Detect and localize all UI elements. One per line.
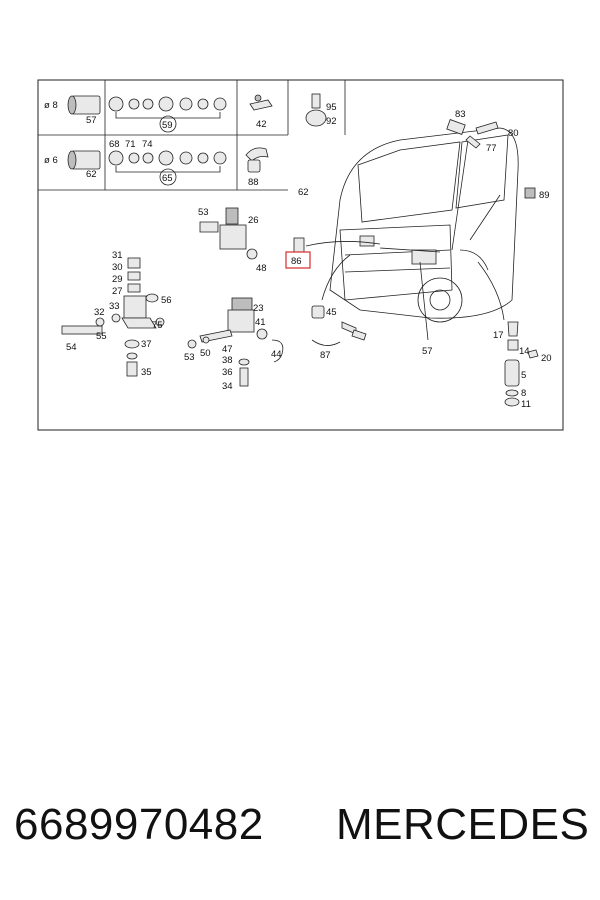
callout-label: 89	[539, 190, 550, 201]
callout-label: 75	[152, 320, 163, 331]
callout-label: 53	[198, 207, 209, 218]
parts-diagram: ø 8 ø 6	[37, 79, 564, 431]
size-label: ø 6	[44, 155, 58, 166]
fitting-set-icon	[108, 96, 227, 186]
callout-label: 37	[141, 339, 152, 350]
callout-label: 41	[255, 317, 266, 328]
callout-label: 48	[256, 263, 267, 274]
callout-label: 56	[161, 295, 172, 306]
callout-label: 53	[184, 352, 195, 363]
callout-label: 77	[486, 143, 497, 154]
callout-label: 80	[508, 128, 519, 139]
callout-label: 26	[248, 215, 259, 226]
callout-label: 95	[326, 102, 337, 113]
valve-assembly-icon	[61, 257, 165, 377]
callout-label: 62	[86, 169, 97, 180]
callout-label: 59	[162, 120, 173, 131]
hose-fitting-icon	[446, 119, 536, 199]
callout-label: 50	[200, 348, 211, 359]
highlighted-callout-86: 86	[291, 256, 302, 267]
callout-label: 11	[521, 399, 531, 410]
callout-label: 62	[298, 187, 309, 198]
part-number: 6689970482	[14, 800, 264, 849]
callout-label: 5	[521, 370, 526, 381]
callout-label: 30	[112, 262, 123, 273]
callout-label: 35	[141, 367, 152, 378]
size-label: ø 8	[44, 100, 58, 111]
callout-label: 33	[109, 301, 120, 312]
callout-label: 23	[253, 303, 264, 314]
callout-label: 88	[248, 177, 259, 188]
truck-cab-illustration	[305, 127, 519, 341]
callout-label: 32	[94, 307, 105, 318]
callout-label: 83	[455, 109, 466, 120]
hose-fitting-icon	[311, 305, 367, 346]
callout-label: 34	[222, 381, 233, 392]
callout-label: 87	[320, 350, 331, 361]
callout-label: 29	[112, 274, 123, 285]
tube-part-icon	[67, 95, 101, 170]
callout-label: 36	[222, 367, 233, 378]
highlighted-part-86	[285, 237, 311, 269]
connector-icon	[245, 93, 327, 173]
callout-label: 68	[109, 139, 120, 150]
callout-label: 54	[66, 342, 77, 353]
callout-label: 74	[142, 139, 153, 150]
callout-label: 14	[519, 346, 530, 357]
solenoid-valve-icon	[199, 207, 258, 260]
callout-label: 45	[326, 307, 337, 318]
sensor-assembly-icon	[504, 321, 539, 407]
callout-label: 55	[96, 331, 107, 342]
callout-label: 17	[493, 330, 504, 341]
callout-label: 27	[112, 286, 123, 297]
brand-name: MERCEDES	[336, 800, 590, 849]
callout-labels: 57 59 42 95 92 62 68 71 74 65 88 83 80 7…	[66, 102, 552, 410]
callout-label: 20	[541, 353, 552, 364]
callout-label: 57	[422, 346, 433, 357]
callout-label: 47	[222, 344, 233, 355]
solenoid-valve-icon	[187, 297, 284, 387]
callout-label: 38	[222, 355, 233, 366]
inset-grid	[38, 80, 346, 191]
callout-label: 42	[256, 119, 267, 130]
callout-label: 44	[271, 349, 282, 360]
callout-label: 57	[86, 115, 97, 126]
callout-label: 8	[521, 388, 526, 399]
callout-label: 92	[326, 116, 337, 127]
callout-label: 31	[112, 250, 123, 261]
callout-label: 65	[162, 173, 173, 184]
callout-label: 71	[125, 139, 136, 150]
